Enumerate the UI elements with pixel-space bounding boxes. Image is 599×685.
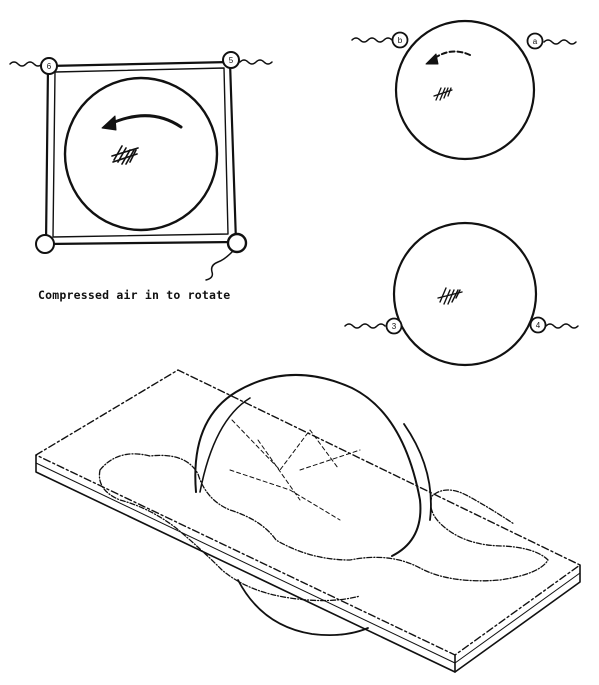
slab-right-edge-inner xyxy=(454,572,581,664)
wheel-top-node-b xyxy=(391,31,409,49)
wheel-top-hatch xyxy=(433,87,453,101)
air-inlet-line xyxy=(205,251,233,281)
disc-upper-rim xyxy=(199,397,251,493)
wheel-label-b: b xyxy=(398,36,403,45)
frame-assembly xyxy=(9,51,273,281)
frame-wheel xyxy=(63,76,219,232)
wheel-bottom xyxy=(392,221,538,367)
water-line-br xyxy=(545,323,579,329)
slab-assembly xyxy=(35,369,581,673)
frame-node-top-right xyxy=(222,51,240,69)
wheel-bottom-hatch xyxy=(437,287,463,305)
water-line-tr xyxy=(543,39,577,45)
disc-internal xyxy=(229,419,361,521)
frame-outer xyxy=(44,60,238,246)
slab-right-edge xyxy=(454,564,581,673)
disc-thickness xyxy=(403,423,432,521)
wheel-bottom-node-3 xyxy=(385,317,403,335)
rotation-arrowhead xyxy=(101,115,117,131)
wheel-top-arrow xyxy=(431,50,471,61)
frame-inner xyxy=(52,67,229,238)
rotation-arrow xyxy=(108,114,183,129)
frame-node-bottom-left xyxy=(35,234,55,254)
slab-front-edge-inner xyxy=(35,462,456,664)
frame-node-bottom-right xyxy=(226,232,248,254)
wheel-top xyxy=(394,19,536,161)
frame-node-top-left xyxy=(40,57,58,75)
wheel-bottom-node-4 xyxy=(529,316,547,334)
frame-label-6: 6 xyxy=(47,62,52,71)
wheel-top-arrowhead xyxy=(425,53,439,65)
wheel-label-4: 4 xyxy=(536,321,541,330)
air-inlet-caption: Compressed air in to rotate xyxy=(38,288,231,302)
wheel-bottom-assembly xyxy=(344,221,579,367)
slab-top xyxy=(35,369,581,656)
wheel-top-assembly xyxy=(351,19,577,161)
water-line-bl xyxy=(344,323,386,329)
disc-lower xyxy=(237,579,369,637)
wheel-top-node-a xyxy=(526,32,544,50)
disc-upper xyxy=(194,374,422,557)
water-line-tl xyxy=(351,37,393,43)
wheel-label-a: a xyxy=(533,37,538,46)
water-line-right xyxy=(239,59,273,65)
wheel-label-3: 3 xyxy=(392,322,397,331)
specimen-hatch xyxy=(111,145,139,165)
frame-label-5: 5 xyxy=(229,56,234,65)
specimen-outline xyxy=(98,453,549,602)
